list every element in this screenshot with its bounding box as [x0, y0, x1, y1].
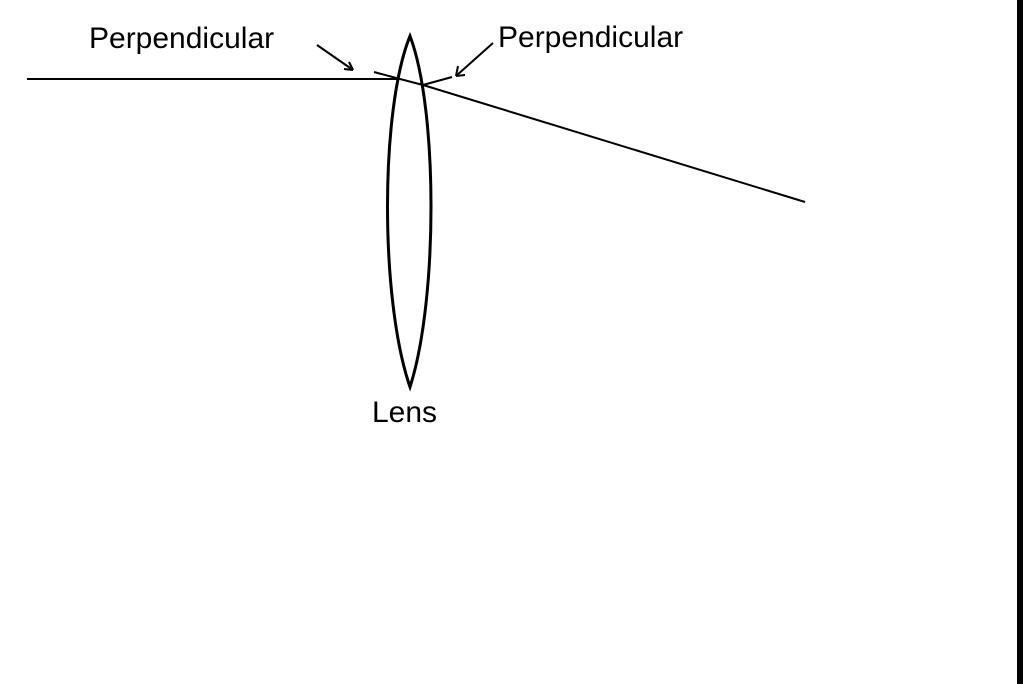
- convex-lens: [386, 31, 433, 392]
- left-perpendicular-line: [373, 71, 401, 80]
- ray-inside-lens: [399, 78, 424, 86]
- refracted-ray: [422, 84, 806, 203]
- right-edge-border: [1017, 0, 1023, 684]
- perpendicular-label-right: Perpendicular: [498, 21, 684, 54]
- perpendicular-label-left: Perpendicular: [89, 22, 275, 55]
- left-pointer-arrow: [316, 44, 354, 71]
- right-perpendicular-line: [422, 76, 453, 86]
- right-pointer-arrow: [455, 42, 494, 77]
- lens-label: Lens: [372, 396, 438, 429]
